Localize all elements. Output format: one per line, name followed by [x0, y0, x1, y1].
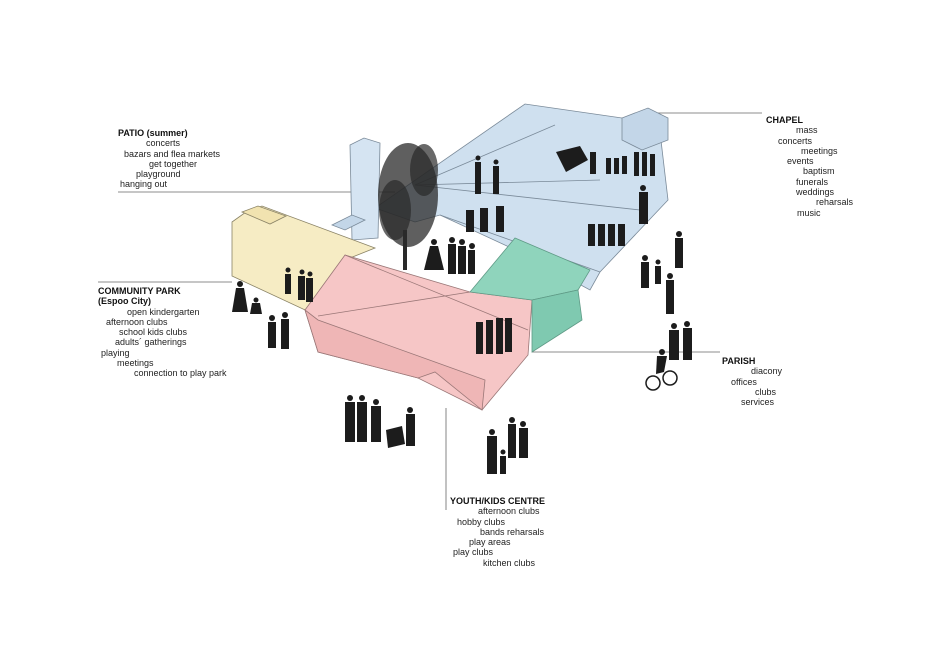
parish-label: PARISH diacony offices clubs services: [722, 356, 782, 407]
park-subtitle: (Espoo City): [98, 296, 151, 307]
patio-label: PATIO (summer) concerts bazars and flea …: [118, 128, 220, 190]
parish-activity: services: [741, 397, 775, 408]
chapel-activity: weddings: [796, 187, 835, 198]
parish-activity: offices: [731, 376, 757, 387]
youth-centre-label: YOUTH/KIDS CENTRE afternoon clubs hobby …: [450, 496, 545, 568]
cyclist: [645, 349, 678, 391]
patio-activity: get together: [149, 158, 198, 169]
chapel-activity: meetings: [801, 145, 838, 156]
park-volume: [231, 205, 377, 317]
park-activity: meetings: [117, 358, 154, 369]
chapel-activity: concerts: [778, 135, 813, 146]
group-park-left: [232, 267, 313, 349]
chapel-activity: reharsals: [816, 197, 854, 208]
patio-activity: playground: [136, 169, 181, 180]
park-title: COMMUNITY PARK: [98, 286, 181, 296]
park-activity: afternoon clubs: [106, 316, 168, 327]
park-activity: playing: [101, 347, 130, 358]
community-park-label: COMMUNITY PARK (Espoo City) open kinderg…: [98, 286, 227, 379]
patio-activity: concerts: [146, 138, 181, 149]
youth-activity: bands reharsals: [480, 526, 545, 537]
chapel-title: CHAPEL: [766, 115, 804, 125]
chapel-activity: mass: [796, 125, 818, 136]
youth-activity: play clubs: [453, 547, 494, 558]
youth-activity: play areas: [469, 537, 511, 548]
patio-activity: bazars and flea markets: [124, 148, 221, 159]
chapel-activity: baptism: [803, 166, 835, 177]
group-chapel: [466, 146, 655, 246]
patio-title: PATIO (summer): [118, 128, 188, 138]
group-parish-right: [641, 231, 692, 360]
parish-activity: clubs: [755, 386, 777, 397]
youth-activity: afternoon clubs: [478, 506, 540, 517]
park-activity: school kids clubs: [119, 327, 188, 338]
chapel-activity: funerals: [796, 176, 829, 187]
park-activity: open kindergarten: [127, 306, 200, 317]
group-youth-bottom: [487, 417, 528, 474]
patio-activity: hanging out: [120, 179, 168, 190]
tree: [378, 143, 438, 270]
youth-title: YOUTH/KIDS CENTRE: [450, 496, 546, 506]
people-silhouettes: [232, 146, 692, 474]
parish-volume: [469, 237, 591, 353]
group-youth-bottom-left: [345, 395, 415, 448]
parish-title: PARISH: [722, 356, 756, 366]
chapel-activity: events: [787, 156, 814, 167]
group-youth-inside: [476, 318, 512, 354]
parish-activity: diacony: [751, 366, 783, 377]
group-patio: [424, 237, 475, 274]
chapel-label: CHAPEL mass concerts meetings events bap…: [766, 115, 853, 218]
youth-activity: hobby clubs: [457, 516, 506, 527]
youth-volume: [304, 254, 533, 411]
chapel-activity: music: [797, 207, 821, 218]
park-activity: connection to play park: [134, 368, 227, 379]
youth-activity: kitchen clubs: [483, 557, 536, 568]
park-activity: adults´ gatherings: [115, 337, 187, 348]
